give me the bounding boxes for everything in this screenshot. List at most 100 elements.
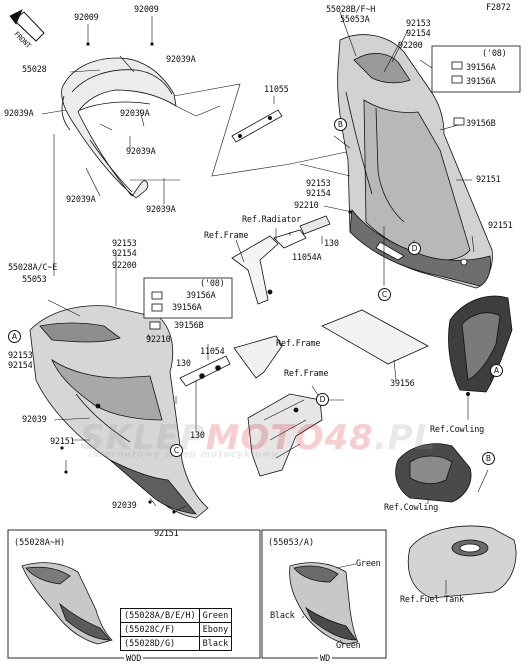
- color-table-row: (55028D/G)Black: [120, 636, 233, 651]
- callout-b-right: B: [482, 452, 495, 465]
- figure-code: F2872: [486, 3, 511, 13]
- callout-c-lower: C: [170, 444, 183, 457]
- label-39156b-l: 39156B: [174, 321, 204, 331]
- label-08-left: ('08): [200, 279, 225, 289]
- upper-right-fairing-shape: [299, 11, 493, 289]
- color-table-row: (55028C/F)Ebony: [120, 622, 233, 637]
- label-92039a-6: 92039A: [146, 205, 176, 215]
- inset-right-black: Black: [270, 611, 295, 621]
- label-11055: 11055: [264, 85, 289, 95]
- label-92039a-3: 92039A: [120, 109, 150, 119]
- color-table-color: Green: [198, 608, 233, 623]
- label-55053: 55053: [22, 275, 47, 285]
- callout-d-lower: D: [316, 393, 329, 406]
- label-92153-m: 92153: [306, 179, 331, 189]
- label-ref-fuel-tank: Ref.Fuel Tank: [400, 595, 464, 605]
- inset-left-title: (55028A~H): [14, 538, 66, 548]
- callout-a-right: A: [490, 364, 503, 377]
- label-55028a: 55028A/C~E: [8, 263, 58, 273]
- callout-a-left: A: [8, 330, 21, 343]
- fuel-tank-shape: [395, 443, 517, 599]
- label-11054: 11054: [200, 347, 225, 357]
- inset-right-fairing-shape: [289, 562, 359, 645]
- label-92009-b: 92009: [134, 5, 159, 15]
- color-table-code: (55028A/B/E/H): [120, 608, 200, 623]
- inset-right-title: (55053/A): [268, 538, 315, 548]
- label-92151-l2: 92151: [154, 529, 179, 539]
- watermark-brand-b: MOTO48: [205, 418, 374, 458]
- inset-right-green-1: Green: [356, 559, 381, 569]
- lower-frame-shape: [247, 385, 344, 477]
- label-92153-ll: 92153: [8, 351, 33, 361]
- label-130-a: 130: [324, 239, 339, 249]
- label-92154-ll: 92154: [8, 361, 33, 371]
- label-ref-frame-3: Ref.Frame: [284, 369, 329, 379]
- label-92009-a: 92009: [74, 13, 99, 23]
- color-table-color: Ebony: [198, 622, 233, 637]
- callout-b-top: B: [334, 118, 347, 131]
- frame-bracket-11054-shape: [149, 335, 283, 432]
- label-92039-l1: 92039: [22, 415, 47, 425]
- label-130-b: 130: [176, 359, 191, 369]
- label-39156a-l1: 39156A: [186, 291, 216, 301]
- watermark-tagline: internetowy sklep motocyklowy: [88, 450, 279, 460]
- color-table: (55028A/B/E/H)Green(55028C/F)Ebony(55028…: [120, 608, 233, 651]
- watermark-logo: SKLEPMOTO48.PL: [80, 418, 436, 458]
- label-55053a: 55053A: [340, 15, 370, 25]
- label-130-c: 130: [190, 431, 205, 441]
- zigzag-leaders: [173, 83, 347, 177]
- inset-right-green-2: Green: [336, 641, 361, 651]
- bracket-11055-shape: [231, 96, 283, 143]
- upper-left-fairing-shape: [61, 57, 177, 199]
- radiator-bracket-shape: [231, 215, 331, 305]
- label-92039a-1: 92039A: [166, 55, 196, 65]
- label-92153-l: 92153: [112, 239, 137, 249]
- label-08-right: ('08): [482, 49, 507, 59]
- strip-39156-shape: [321, 309, 429, 381]
- label-92154-m: 92154: [306, 189, 331, 199]
- callout-c-mid: C: [378, 288, 391, 301]
- label-11054a: 11054A: [292, 253, 322, 263]
- inset-left-fairing-shape: [21, 562, 113, 645]
- sticker-08-right-box: [419, 45, 521, 126]
- cowling-right-shape: [448, 295, 513, 420]
- lower-left-fairing-shape: [29, 252, 209, 519]
- label-92200-l: 92200: [112, 261, 137, 271]
- label-92151-r1: 92151: [476, 175, 501, 185]
- label-92154-l: 92154: [112, 249, 137, 259]
- label-92039-l2: 92039: [112, 501, 137, 511]
- leader-lines-top-left: [41, 16, 197, 276]
- label-92039a-4: 92039A: [126, 147, 156, 157]
- label-92210-l: 92210: [146, 335, 171, 345]
- color-table-code: (55028C/F): [120, 622, 200, 637]
- color-table-code: (55028D/G): [120, 636, 200, 651]
- label-39156a-l2: 39156A: [172, 303, 202, 313]
- label-39156a-r1: 39156A: [466, 63, 496, 73]
- label-39156b-r: 39156B: [466, 119, 496, 129]
- label-ref-radiator: Ref.Radiator: [242, 215, 302, 225]
- label-92154-r: 92154: [406, 29, 431, 39]
- sticker-08-left-box: [143, 277, 233, 330]
- label-92210-m: 92210: [294, 201, 319, 211]
- label-ref-frame-2: Ref.Frame: [276, 339, 321, 349]
- label-92200-r: 92200: [398, 41, 423, 51]
- label-ref-cowling-2: Ref.Cowling: [384, 503, 439, 513]
- callout-d-mid: D: [408, 242, 421, 255]
- label-92151-r2: 92151: [488, 221, 513, 231]
- label-55028b: 55028B/F~H: [326, 5, 376, 15]
- color-table-row: (55028A/B/E/H)Green: [120, 608, 233, 623]
- label-ref-frame-1: Ref.Frame: [204, 231, 249, 241]
- label-39156: 39156: [390, 379, 415, 389]
- label-92151-l1: 92151: [50, 437, 75, 447]
- inset-left-caption: WOD: [124, 654, 144, 664]
- label-55028: 55028: [22, 65, 47, 75]
- label-92039a-2: 92039A: [4, 109, 34, 119]
- watermark-brand-a: SKLEP: [80, 418, 206, 458]
- label-92153-r: 92153: [406, 19, 431, 29]
- watermark-brand-c: .PL: [373, 418, 437, 458]
- color-table-color: Black: [198, 636, 233, 651]
- front-arrow-icon: [9, 9, 45, 42]
- inset-right-caption: WD: [318, 654, 333, 664]
